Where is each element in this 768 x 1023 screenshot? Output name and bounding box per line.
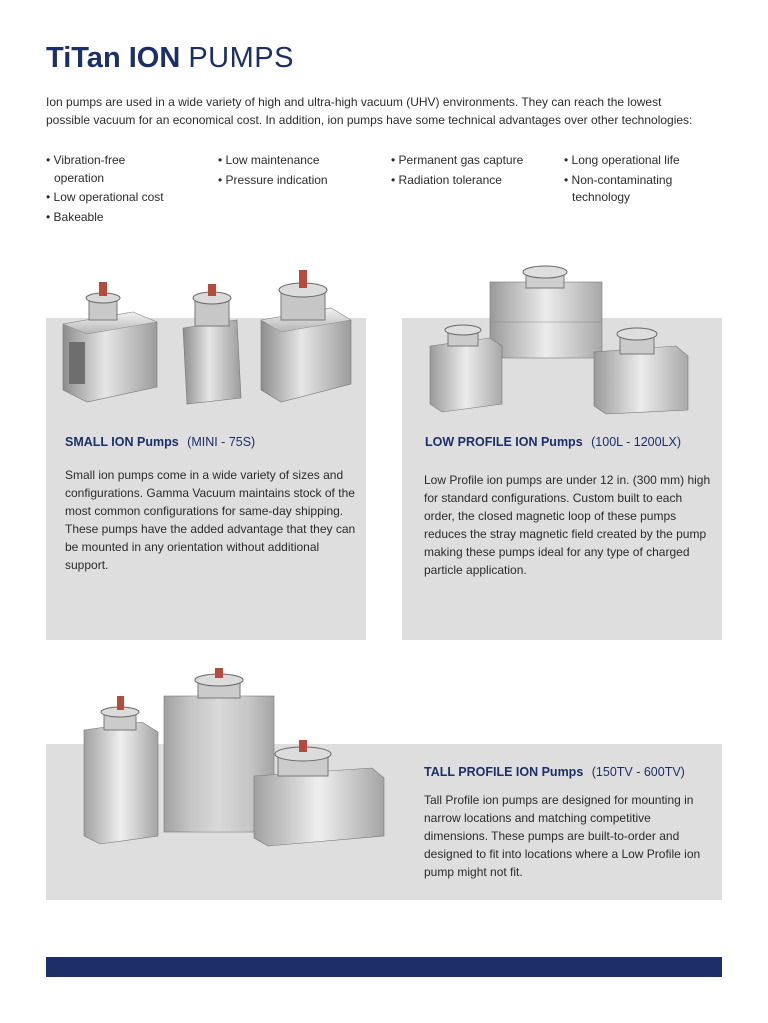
feature-item: • Non-contaminating technology	[564, 172, 673, 205]
low-profile-pumps-photo	[429, 265, 689, 415]
small-pumps-range: (MINI - 75S)	[187, 435, 256, 449]
page-title: TiTan ION PUMPS	[46, 40, 294, 76]
tall-pump-left	[83, 696, 159, 845]
feature-column-4: • Long operational life • Non-contaminat…	[564, 152, 704, 209]
title-suffix: PUMPS	[188, 42, 294, 74]
tall-profile-pumps-description: Tall Profile ion pumps are designed for …	[424, 793, 701, 879]
low-profile-pumps-name: LOW PROFILE ION Pumps	[425, 435, 583, 449]
tall-profile-pumps-photo	[83, 668, 385, 847]
tall-pump-right	[253, 740, 385, 847]
intro-paragraph: Ion pumps are used in a wide variety of …	[46, 95, 693, 127]
small-pump-2	[182, 284, 242, 405]
feature-column-3: • Permanent gas capture • Radiation tole…	[391, 152, 561, 191]
feature-item: • Long operational life	[564, 153, 680, 167]
low-profile-pump-back	[489, 265, 603, 359]
feature-column-2: • Low maintenance • Pressure indication	[218, 152, 378, 191]
low-profile-pumps-range: (100L - 1200LX)	[591, 435, 682, 449]
feature-item: • Radiation tolerance	[391, 172, 502, 187]
feature-column-1: • Vibration-free operation • Low operati…	[46, 152, 166, 228]
tall-profile-pumps-heading: TALL PROFILE ION Pumps (150TV - 600TV)	[424, 764, 685, 780]
feature-item: • Pressure indication	[218, 172, 328, 187]
tall-profile-pumps-range: (150TV - 600TV)	[591, 765, 685, 779]
feature-item: • Low maintenance	[218, 153, 320, 167]
title-brand: TiTan ION	[46, 42, 181, 74]
small-pump-3	[260, 270, 352, 403]
tall-profile-pumps-name: TALL PROFILE ION Pumps	[424, 765, 584, 779]
feature-item: • Bakeable	[46, 209, 104, 224]
small-pumps-heading: SMALL ION Pumps (MINI - 75S)	[65, 434, 255, 450]
low-profile-pumps-description: Low Profile ion pumps are under 12 in. (…	[424, 473, 711, 577]
small-pump-1	[62, 282, 158, 403]
small-pumps-description: Small ion pumps come in a wide variety o…	[65, 468, 356, 572]
footer-bar	[46, 957, 722, 977]
low-profile-pump-right	[593, 327, 689, 415]
small-pumps-name: SMALL ION Pumps	[65, 435, 179, 449]
feature-item: • Low operational cost	[46, 190, 164, 204]
small-pumps-photo	[62, 270, 352, 405]
low-profile-pump-left	[429, 324, 503, 413]
feature-item: • Permanent gas capture	[391, 153, 524, 167]
feature-item: • Vibration-free operation	[46, 153, 126, 185]
low-profile-pumps-heading: LOW PROFILE ION Pumps (100L - 1200LX)	[425, 434, 681, 450]
